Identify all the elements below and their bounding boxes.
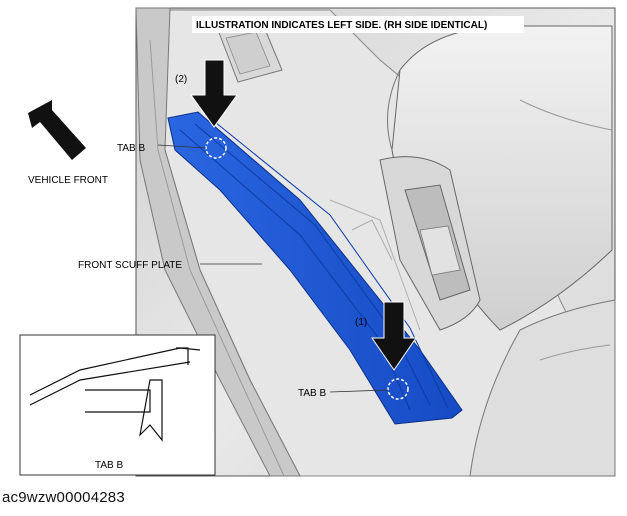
title-box — [192, 16, 524, 33]
press-arrow-step-1-icon — [371, 301, 417, 371]
vehicle-front-arrow-icon — [28, 100, 86, 160]
leader-tab-lower — [329, 389, 389, 393]
tab-b-upper-label: TAB B — [117, 143, 145, 154]
step-1-label: (1) — [355, 317, 367, 328]
illustration-title: ILLUSTRATION INDICATES LEFT SIDE. (RH SI… — [196, 20, 487, 31]
scuff-plate-label: FRONT SCUFF PLATE — [78, 260, 182, 271]
inset-caption: TAB B — [95, 460, 123, 471]
tab-detail-inset: TAB B — [19, 334, 216, 476]
tab-marker-lower-icon — [387, 378, 409, 400]
step-2-label: (2) — [175, 74, 187, 85]
vehicle-interior-scene — [135, 7, 616, 477]
vehicle-front-label: VEHICLE FRONT — [28, 175, 108, 186]
document-id: ac9wzw00004283 — [2, 489, 125, 506]
press-arrow-step-2-icon — [190, 59, 238, 128]
tab-b-lower-label: TAB B — [298, 388, 326, 399]
leader-tab-upper — [157, 144, 207, 149]
